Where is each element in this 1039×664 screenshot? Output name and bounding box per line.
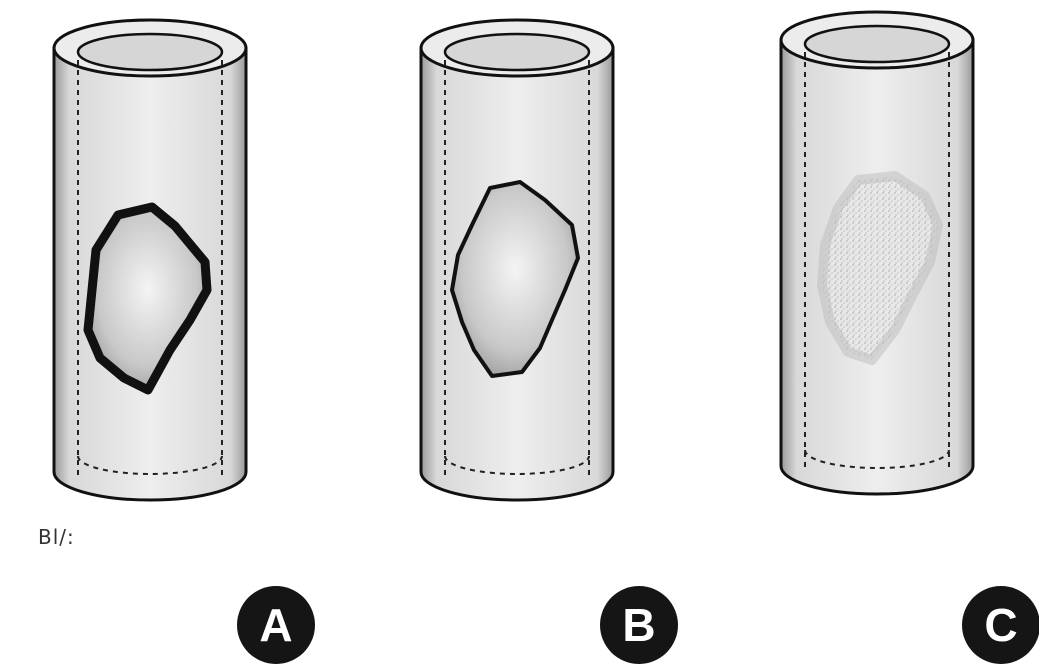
tube-c <box>781 12 973 494</box>
tube-a-inner-rim <box>78 34 222 70</box>
tube-a <box>54 20 246 500</box>
panel-label-c: C <box>962 586 1039 664</box>
tube-b <box>421 20 613 500</box>
tube-b-inner-rim <box>445 34 589 70</box>
panel-label-a: A <box>237 586 315 664</box>
corner-mark-text: Bl/: <box>38 525 75 549</box>
panel-label-b: B <box>600 586 678 664</box>
tube-c-inner-rim <box>805 26 949 62</box>
